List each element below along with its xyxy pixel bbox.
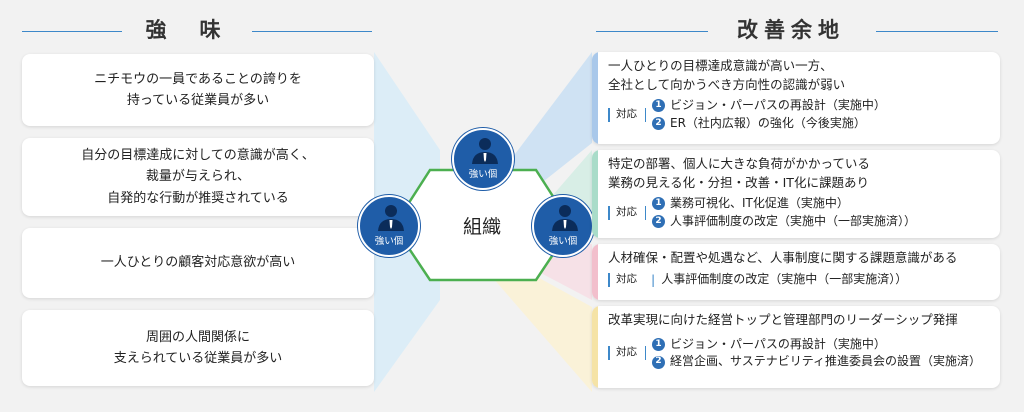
number-badge: 2: [652, 215, 665, 229]
strength-card: ニチモウの一員であることの誇りを 持っている従業員が多い: [22, 54, 374, 126]
response-item: 2 人事評価制度の改定（実施中（一部実施済））: [652, 213, 916, 231]
card-color-bar: [592, 306, 598, 388]
badge-label: 強い個: [374, 236, 404, 247]
improvement-title: 特定の部署、個人に大きな負荷がかかっている 業務の見える化・分担・改善・IT化に…: [608, 156, 870, 190]
badge-label: 強い個: [548, 236, 578, 247]
number-badge: 1: [652, 197, 665, 211]
response-item: 1 業務可視化、IT化促進（実施中）: [652, 195, 916, 213]
person-icon: [378, 205, 404, 231]
strength-text: 自分の目標達成に対しての意識が高く、 裁量が与えられ、 自発的な行動が推奨されて…: [81, 148, 315, 206]
number-badge: 2: [652, 355, 665, 369]
response-label: 対応: [608, 346, 646, 361]
response-label: 対応: [608, 205, 646, 220]
strong-individual-badge: 強い個: [358, 195, 420, 257]
strong-individual-badge: 強い個: [532, 195, 594, 257]
strength-card: 周囲の人間関係に 支えられている従業員が多い: [22, 310, 374, 386]
response-block: 対応 1 ビジョン・パーパスの再設計（実施中） 2 経営企画、サステナビリティ推進委…: [608, 336, 990, 372]
card-color-bar: [592, 244, 598, 300]
response-text: ビジョン・パーパスの再設計（実施中）: [670, 98, 886, 112]
improvement-card: 特定の部署、個人に大きな負荷がかかっている 業務の見える化・分担・改善・IT化に…: [592, 150, 1000, 238]
strength-card: 自分の目標達成に対しての意識が高く、 裁量が与えられ、 自発的な行動が推奨されて…: [22, 138, 374, 216]
beam-right-4: [486, 262, 592, 392]
separator: |: [651, 271, 656, 287]
strength-text: 周囲の人間関係に 支えられている従業員が多い: [113, 329, 283, 366]
beam-right-1: [506, 52, 592, 200]
number-badge: 1: [652, 337, 665, 351]
badge-label: 強い個: [468, 169, 498, 180]
improvement-card: 改革実現に向けた経営トップと管理部門のリーダーシップ発揮 対応 1 ビジョン・パー…: [592, 306, 1000, 388]
response-item: 2 ER（社内広報）の強化（今後実施）: [652, 115, 886, 133]
strengths-title-line-right: [252, 31, 372, 32]
response-block: 対応 | 人事評価制度の改定（実施中（一部実施済））: [608, 271, 990, 290]
person-icon: [472, 138, 498, 164]
card-color-bar: [592, 150, 598, 238]
strengths-title: 強 味: [145, 18, 227, 42]
response-item: 1 ビジョン・パーパスの再設計（実施中）: [652, 97, 886, 115]
response-text: 経営企画、サステナビリティ推進委員会の設置（実施済）: [670, 354, 982, 369]
organization-label: 組織: [462, 216, 501, 238]
strong-individual-badge: 強い個: [452, 128, 514, 190]
strength-text: 一人ひとりの顧客対応意欲が高い: [100, 255, 296, 271]
improvement-card: 一人ひとりの目標達成意識が高い一方、 全社として向かうべき方向性の認識が弱い 対…: [592, 52, 1000, 144]
response-item: 2 経営企画、サステナビリティ推進委員会の設置（実施済）: [652, 353, 981, 371]
response-block: 対応 1 ビジョン・パーパスの再設計（実施中） 2 ER（社内広報）の強化（今後実施…: [608, 97, 990, 133]
improvement-card: 人材確保・配置や処遇など、人事制度に関する課題意識がある 対応 | 人事評価制度…: [592, 244, 1000, 300]
improvement-title: 人材確保・配置や処遇など、人事制度に関する課題意識がある: [608, 250, 958, 265]
response-label: 対応: [608, 272, 645, 287]
improvements-title-line-left: [596, 31, 708, 32]
response-text: 業務可視化、IT化促進（実施中）: [670, 196, 849, 210]
response-text: ビジョン・パーパスの再設計（実施中）: [670, 336, 886, 351]
person-icon: [552, 205, 578, 231]
improvements-title-line-right: [876, 31, 998, 32]
card-color-bar: [592, 52, 598, 144]
improvement-title: 改革実現に向けた経営トップと管理部門のリーダーシップ発揮: [608, 312, 958, 327]
strength-card: 一人ひとりの顧客対応意欲が高い: [22, 228, 374, 298]
response-item: 1 ビジョン・パーパスの再設計（実施中）: [652, 336, 981, 354]
response-label: 対応: [608, 107, 646, 122]
response-block: 対応 1 業務可視化、IT化促進（実施中） 2 人事評価制度の改定（実施中（一部実施…: [608, 195, 990, 231]
number-badge: 2: [652, 117, 665, 131]
strengths-title-line-left: [22, 31, 122, 32]
response-text: 人事評価制度の改定（実施中（一部実施済））: [670, 213, 917, 228]
improvement-title: 一人ひとりの目標達成意識が高い一方、 全社として向かうべき方向性の認識が弱い: [608, 58, 846, 92]
improvements-title: 改善余地: [737, 18, 845, 42]
response-text: ER（社内広報）の強化（今後実施）: [670, 115, 866, 130]
number-badge: 1: [652, 99, 665, 113]
strength-text: ニチモウの一員であることの誇りを 持っている従業員が多い: [94, 71, 302, 108]
response-text: 人事評価制度の改定（実施中（一部実施済））: [661, 271, 908, 286]
